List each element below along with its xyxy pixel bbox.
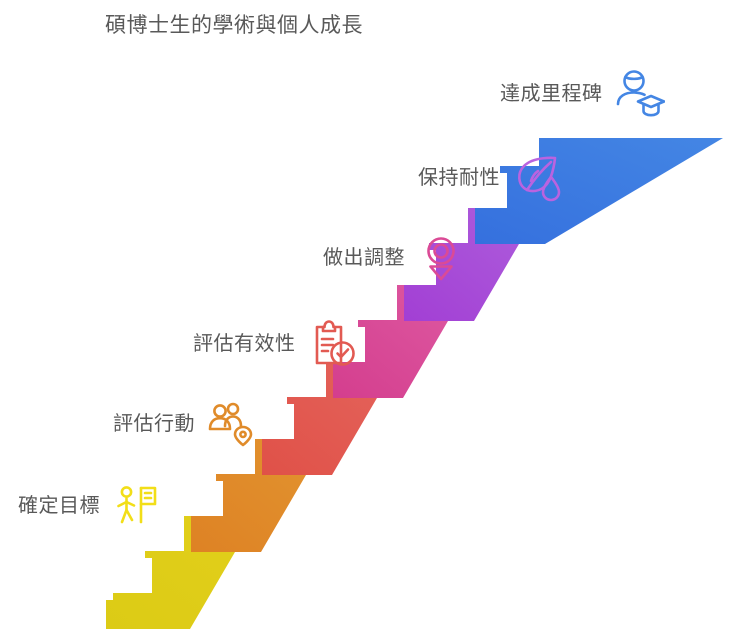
page-title: 碩博士生的學術與個人成長 bbox=[105, 14, 363, 37]
staircase-step-2 bbox=[191, 439, 327, 552]
step-label-patience-text: 保持耐性 bbox=[418, 167, 500, 189]
step-label-evaluate-text: 評估有效性 bbox=[193, 333, 296, 355]
walking-person-flag-icon bbox=[110, 480, 162, 532]
staircase-step-1 bbox=[106, 516, 256, 629]
step-label-goal-text: 確定目標 bbox=[18, 495, 100, 517]
leaf-droplet-icon bbox=[510, 152, 562, 204]
staircase-step-3 bbox=[262, 362, 398, 475]
step-label-milestone: 達成里程碑 bbox=[500, 68, 665, 120]
step-label-milestone-text: 達成里程碑 bbox=[500, 83, 603, 105]
target-pin-icon bbox=[415, 232, 467, 284]
step-label-adjust-text: 做出調整 bbox=[323, 247, 405, 269]
step-label-evaluate: 評估有效性 bbox=[193, 318, 358, 370]
step-label-action: 評估行動 bbox=[113, 398, 257, 450]
step-label-adjust: 做出調整 bbox=[323, 232, 467, 284]
clipboard-check-icon bbox=[306, 318, 358, 370]
step-label-goal: 確定目標 bbox=[18, 480, 162, 532]
graduate-cap-person-icon bbox=[613, 68, 665, 120]
people-location-pin-icon bbox=[205, 398, 257, 450]
step-label-patience: 保持耐性 bbox=[418, 152, 562, 204]
step-label-action-text: 評估行動 bbox=[113, 413, 195, 435]
